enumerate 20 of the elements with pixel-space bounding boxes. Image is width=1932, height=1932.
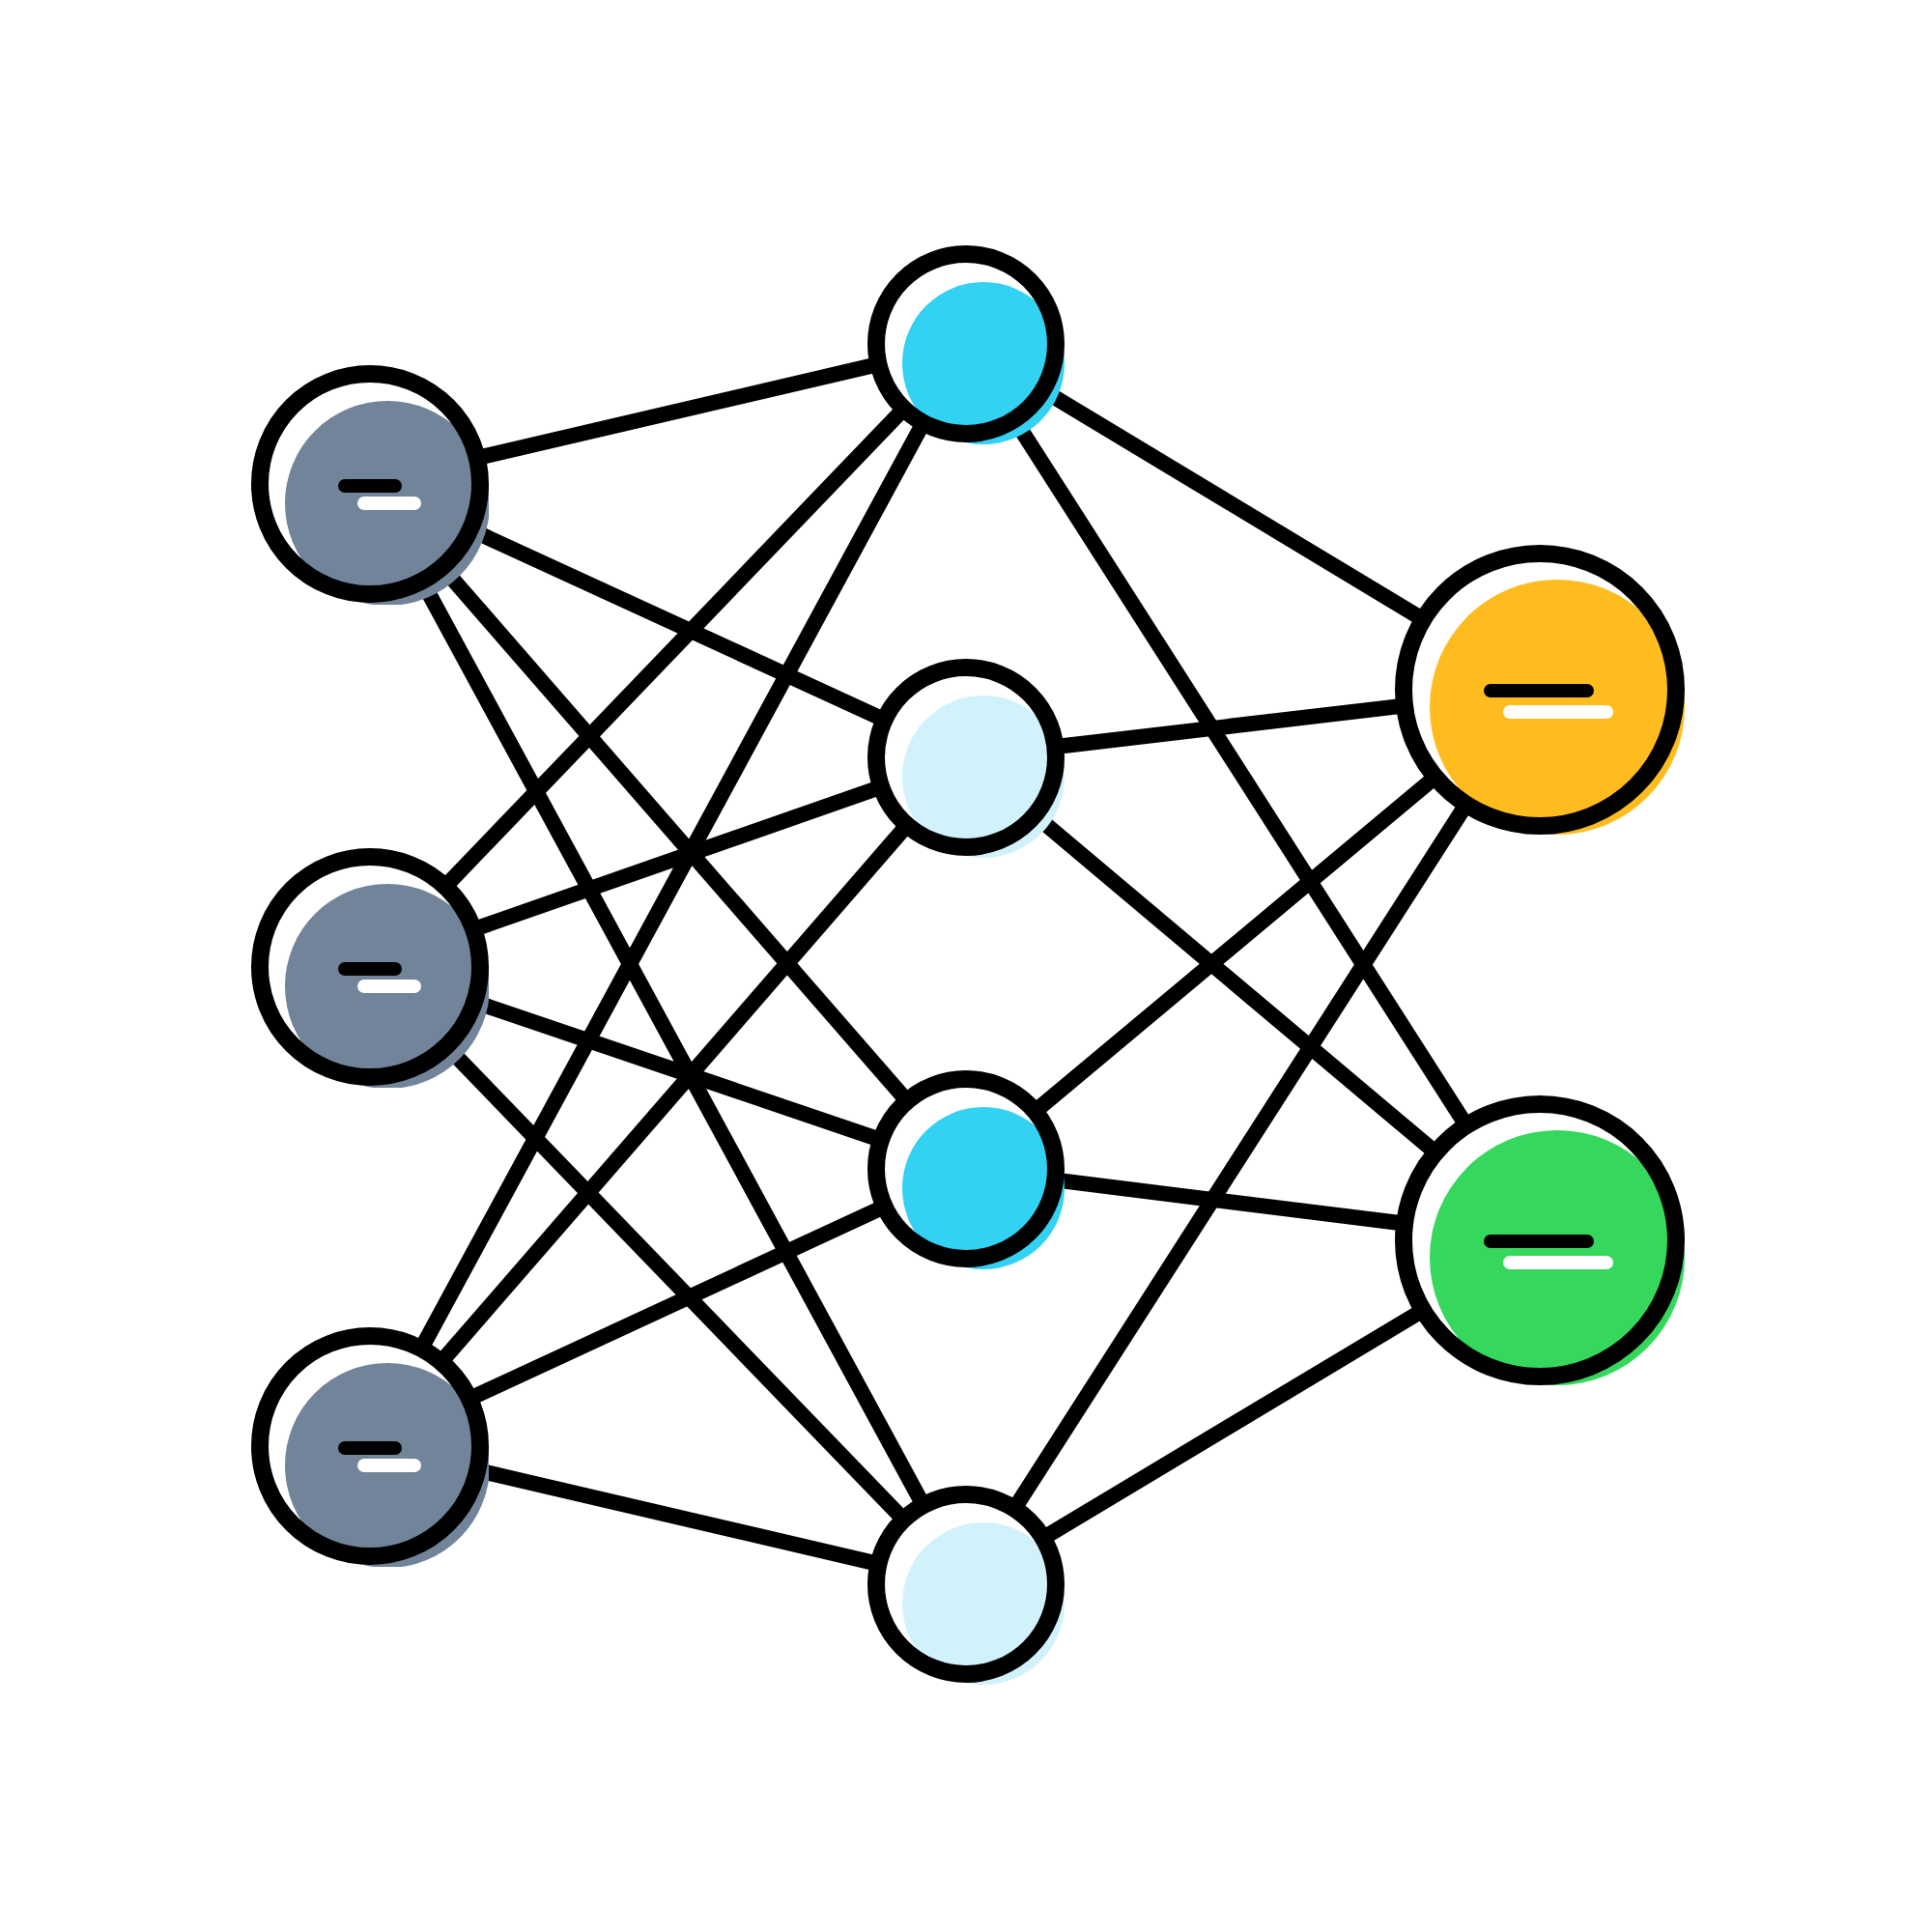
- node-circle: [1395, 1095, 1685, 1385]
- connector-line: [471, 1202, 882, 1404]
- connector-line: [440, 825, 909, 1362]
- node-circle: [1395, 545, 1685, 835]
- connector-line: [1061, 1173, 1400, 1231]
- connector-line: [476, 781, 878, 935]
- connector-line: [444, 408, 905, 888]
- node-circle: [867, 659, 1065, 858]
- node-circle: [867, 1486, 1065, 1685]
- node-circle: [250, 847, 489, 1088]
- connector-line: [1044, 1307, 1422, 1542]
- connector-line: [1011, 806, 1469, 1508]
- node-circle: [867, 245, 1065, 444]
- connector-line: [1061, 698, 1399, 754]
- node-circle: [250, 364, 489, 605]
- node-circle: [867, 1070, 1065, 1269]
- connector-line: [417, 425, 927, 1347]
- node-circle: [250, 1326, 489, 1567]
- connector-line: [481, 357, 874, 465]
- connector-line: [1035, 775, 1435, 1114]
